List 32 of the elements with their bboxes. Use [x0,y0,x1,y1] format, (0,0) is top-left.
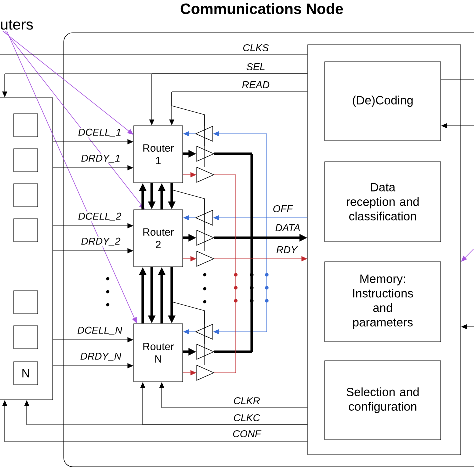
function-box: Selection and configuration [324,360,442,440]
edge-label: CONF [232,430,262,438]
function-box: Data reception and classification [324,162,442,242]
router-box: Router 2 [134,210,184,268]
edge-label: CLKR [233,396,261,406]
edge-label: DCELL_2 [78,212,122,222]
cell [14,326,38,350]
edge-label: SEL [246,62,266,72]
cell: N [14,362,38,386]
edge-label: DCELL_N [76,326,124,336]
annotation-label: uters [1,20,34,30]
cell [14,218,38,242]
function-box: Memory: Instructions and parameters [324,262,442,342]
edge-label: READ [242,80,270,90]
edge-label: DRDY_1 [80,154,122,164]
edge-label: CLKS [242,44,270,52]
cell [14,148,38,172]
edge-label: DCELL_1 [78,128,122,138]
signal-line [0,54,308,56]
function-box: (De)Coding [324,62,442,142]
cell [14,114,38,138]
cell [14,290,38,314]
router-box: Router N [134,324,184,382]
edge-label: CLKC [233,414,261,422]
node-label: Communications Node [180,3,344,14]
router-box: Router 1 [134,126,184,184]
cell [14,184,38,208]
edge-label: OFF [272,204,294,214]
edge-label: RDY [276,246,298,254]
edge-label: DRDY_2 [80,237,122,247]
edge-label: DATA [274,224,302,232]
edge-label: DRDY_N [80,352,122,362]
